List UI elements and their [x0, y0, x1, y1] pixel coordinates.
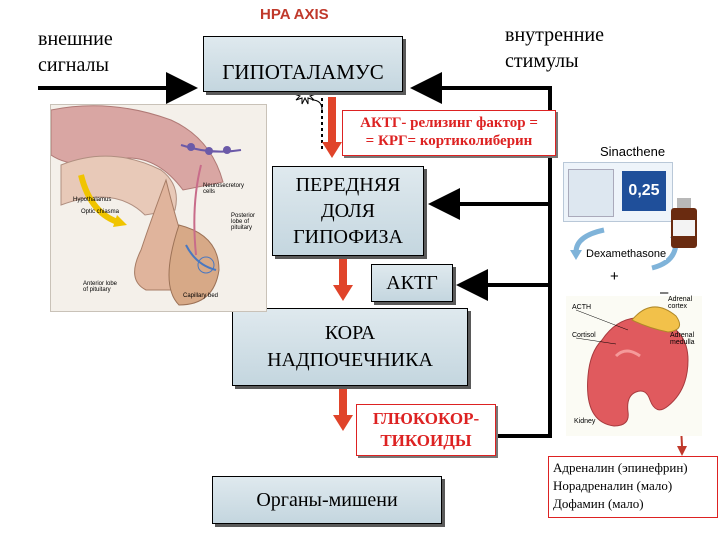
- acth-releasing-factor-box: АКТГ- релизинг фактор = = КРГ= кортиколи…: [342, 110, 556, 156]
- sinacthene-label: Sinacthene: [600, 144, 666, 159]
- brain-pituitary-illustration: Hypothalamus Optic chiasma Anterior lobe…: [50, 104, 267, 312]
- medulla-hormones-label: Адреналин (эпинефрин) Норадреналин (мало…: [553, 460, 688, 511]
- red-arrows: [322, 97, 353, 431]
- feedback-loop-line: [410, 72, 552, 438]
- anterior-pituitary-label: ПЕРЕДНЯЯ ДОЛЯ ГИПОФИЗА: [293, 174, 403, 248]
- diagram-title: HPA AXIS: [260, 6, 329, 23]
- brain-drawing: [50, 105, 242, 306]
- target-organs-box: Органы-мишени: [212, 476, 442, 524]
- red-arrow-hypothalamus: [322, 97, 342, 158]
- sinacthene-package-image: 0,25: [563, 162, 673, 222]
- glucocorticoids-box: ГЛЮКОКОР- ТИКОИДЫ: [356, 404, 496, 456]
- kidney-label-cortisol: Cortisol: [572, 332, 596, 339]
- hypothalamus-label: ГИПОТАЛАМУС: [222, 60, 384, 84]
- brain-label-neurosecretory: Neurosecretory cells: [203, 183, 245, 195]
- kidney-label-acth: ACTH: [572, 304, 592, 311]
- brain-label-hypothalamus: Hypothalamus: [73, 197, 112, 203]
- internal-stimuli-label: внутренние стимулы: [505, 24, 604, 72]
- hypothalamus-box: ГИПОТАЛАМУС: [203, 36, 403, 92]
- kidney-label-kidney: Kidney: [574, 418, 596, 425]
- acth-label: АКТГ: [386, 271, 438, 294]
- acth-box: АКТГ: [371, 264, 453, 302]
- minus-sign: –: [660, 284, 669, 301]
- kidney-label-adrenal-medulla: Adrenal medulla: [670, 332, 695, 346]
- adrenal-cortex-label: КОРА НАДПОЧЕЧНИКА: [267, 322, 433, 371]
- anterior-pituitary-box: ПЕРЕДНЯЯ ДОЛЯ ГИПОФИЗА: [272, 166, 424, 256]
- brain-label-capillary-bed: Capillary bed: [183, 293, 219, 299]
- brain-label-optic-chiasma: Optic chiasma: [81, 209, 120, 215]
- acth-releasing-factor-label: АКТГ- релизинг фактор = = КРГ= кортиколи…: [360, 115, 538, 149]
- brain-label-anterior-lobe: Anterior lobe of pituitary: [83, 281, 118, 293]
- red-arrow-pituitary: [333, 255, 353, 301]
- external-signals-label: внешние сигналы: [38, 28, 113, 76]
- kidney-label-adrenal-cortex: Adrenal cortex: [668, 296, 693, 310]
- medulla-hormones-box: Адреналин (эпинефрин) Норадреналин (мало…: [548, 456, 718, 518]
- plus-sign: +: [610, 268, 619, 285]
- dexamethasone-label: Dexamethasone: [586, 248, 667, 260]
- kidney-adrenal-illustration: ACTH Cortisol Adrenal cortex Adrenal med…: [566, 296, 702, 436]
- kidney-drawing: [575, 306, 689, 427]
- adrenal-cortex-box: КОРА НАДПОЧЕЧНИКА: [232, 308, 468, 386]
- red-arrow-cortex: [333, 387, 353, 431]
- brain-label-posterior-lobe: Posterior lobe of pituitary: [231, 213, 256, 231]
- target-organs-label: Органы-мишени: [256, 488, 398, 511]
- dexamethasone-bottle-image: [669, 198, 699, 248]
- glucocorticoids-label: ГЛЮКОКОР- ТИКОИДЫ: [372, 409, 480, 450]
